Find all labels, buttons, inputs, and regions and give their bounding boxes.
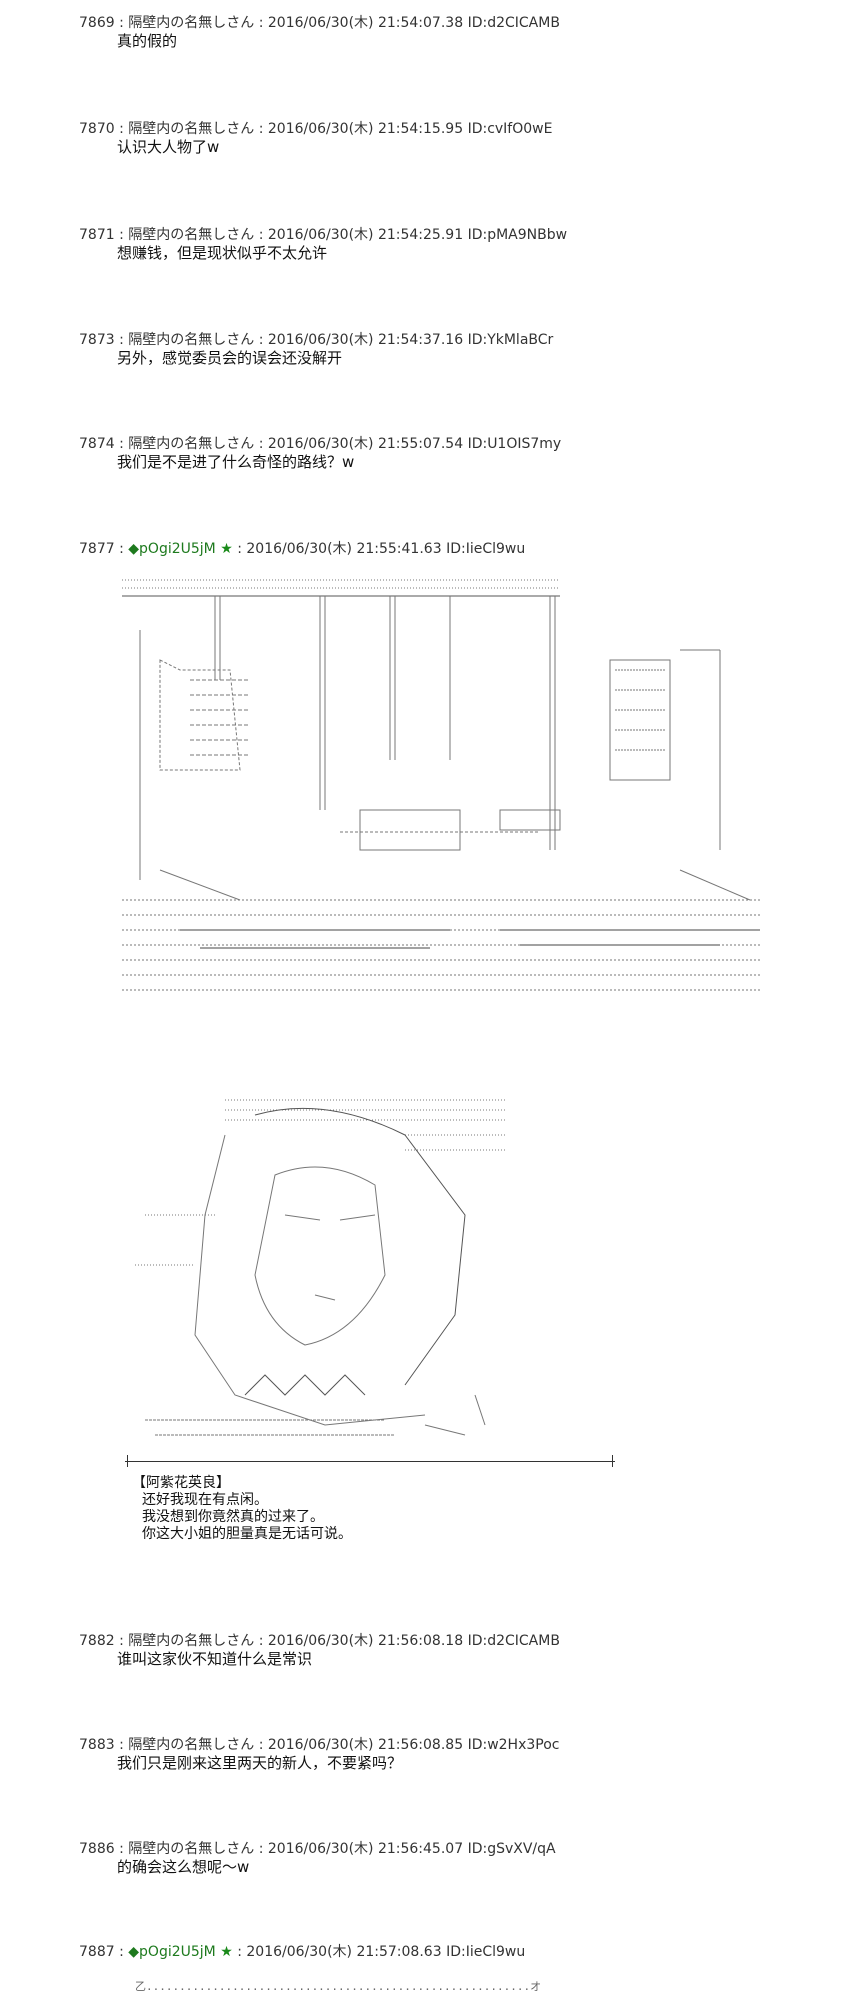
poster-name: 隔壁内の名無しさん: [128, 15, 255, 31]
post-date: 2016/06/30(木) 21:56:45.07: [267, 1841, 464, 1857]
post-date: 2016/06/30(木) 21:54:07.38: [267, 15, 464, 31]
post-id: ID:d2CICAMB: [467, 15, 560, 31]
post-date: 2016/06/30(木) 21:54:37.16: [267, 332, 464, 348]
post-7887: 7887 : ◆pOgi2U5jM ★ : 2016/06/30(木) 21:5…: [79, 1944, 526, 1960]
post-id: ID:cvIfO0wE: [467, 121, 553, 137]
post-7883: 7883 : 隔壁内の名無しさん : 2016/06/30(木) 21:56:0…: [79, 1736, 839, 1773]
poster-name: 隔壁内の名無しさん: [128, 436, 255, 452]
post-number: 7882: [79, 1633, 115, 1649]
post-id: ID:IieCl9wu: [446, 541, 526, 557]
post-body: 认识大人物了w: [117, 138, 220, 156]
post-date: 2016/06/30(木) 21:54:15.95: [267, 121, 464, 137]
post-body: 我们是不是进了什么奇怪的路线？w: [117, 453, 355, 471]
post-number: 7886: [79, 1841, 115, 1857]
trip-name: ◆pOgi2U5jM: [128, 541, 216, 557]
poster-name: 隔壁内の名無しさん: [128, 227, 255, 243]
post-body: 另外，感觉委员会的误会还没解开: [117, 349, 343, 367]
speech-line: 还好我现在有点闲。: [142, 1492, 268, 1508]
speech-block: 【阿紫花英良】 还好我现在有点闲。 我没想到你竟然真的过来了。 你这大小姐的胆量…: [128, 1475, 352, 1543]
speaker-name: 【阿紫花英良】: [132, 1475, 230, 1491]
ascii-art-fragment: 乙.......................................…: [135, 1980, 542, 1993]
post-7886: 7886 : 隔壁内の名無しさん : 2016/06/30(木) 21:56:4…: [79, 1840, 839, 1877]
post-id: ID:pMA9NBbw: [467, 227, 568, 243]
poster-name: 隔壁内の名無しさん: [128, 1841, 255, 1857]
post-7871: 7871 : 隔壁内の名無しさん : 2016/06/30(木) 21:54:2…: [79, 226, 839, 263]
post-date: 2016/06/30(木) 21:57:08.63: [246, 1944, 442, 1960]
post-id: ID:d2CICAMB: [467, 1633, 560, 1649]
post-7882: 7882 : 隔壁内の名無しさん : 2016/06/30(木) 21:56:0…: [79, 1632, 839, 1669]
post-7874: 7874 : 隔壁内の名無しさん : 2016/06/30(木) 21:55:0…: [79, 435, 839, 472]
post-date: 2016/06/30(木) 21:56:08.85: [267, 1737, 464, 1753]
post-id: ID:IieCl9wu: [446, 1944, 526, 1960]
post-number: 7871: [79, 227, 115, 243]
post-7869: 7869 : 隔壁内の名無しさん : 2016/06/30(木) 21:54:0…: [79, 14, 839, 51]
post-body: 我们只是刚来这里两天的新人，不要紧吗？: [117, 1754, 403, 1772]
trip-name: ◆pOgi2U5jM: [128, 1944, 216, 1960]
post-number: 7874: [79, 436, 115, 452]
star-icon: ★: [220, 541, 233, 557]
poster-name: 隔壁内の名無しさん: [128, 121, 255, 137]
star-icon: ★: [220, 1944, 233, 1960]
post-number: 7883: [79, 1737, 115, 1753]
post-body: 谁叫这家伙不知道什么是常识: [117, 1650, 313, 1668]
post-id: ID:YkMlaBCr: [467, 332, 554, 348]
post-body: 想赚钱，但是现状似乎不太允许: [117, 244, 328, 262]
post-number: 7870: [79, 121, 115, 137]
post-id: ID:w2Hx3Poc: [467, 1737, 560, 1753]
post-7873: 7873 : 隔壁内の名無しさん : 2016/06/30(木) 21:54:3…: [79, 331, 839, 368]
post-number: 7877: [79, 541, 115, 557]
divider-tick-right: [612, 1455, 613, 1467]
poster-name: 隔壁内の名無しさん: [128, 1737, 255, 1753]
post-7870: 7870 : 隔壁内の名無しさん : 2016/06/30(木) 21:54:1…: [79, 120, 839, 157]
post-date: 2016/06/30(木) 21:54:25.91: [267, 227, 464, 243]
street-scene-ascii-art: [122, 579, 760, 991]
post-body: 的确会这么想呢～w: [117, 1858, 250, 1876]
post-body: 真的假的: [117, 32, 178, 50]
post-date: 2016/06/30(木) 21:56:08.18: [267, 1633, 464, 1649]
divider-tick-left: [127, 1455, 128, 1467]
speech-line: 你这大小姐的胆量真是无话可说。: [142, 1526, 352, 1542]
post-7877: 7877 : ◆pOgi2U5jM ★ : 2016/06/30(木) 21:5…: [79, 541, 526, 557]
post-id: ID:U1OIS7my: [467, 436, 562, 452]
divider-line: [125, 1461, 615, 1462]
character-ascii-art: [135, 1099, 505, 1436]
poster-name: 隔壁内の名無しさん: [128, 332, 255, 348]
post-number: 7873: [79, 332, 115, 348]
post-number: 7887: [79, 1944, 115, 1960]
post-date: 2016/06/30(木) 21:55:41.63: [246, 541, 442, 557]
speech-line: 我没想到你竟然真的过来了。: [142, 1509, 324, 1525]
poster-name: 隔壁内の名無しさん: [128, 1633, 255, 1649]
post-number: 7869: [79, 15, 115, 31]
post-date: 2016/06/30(木) 21:55:07.54: [267, 436, 464, 452]
post-id: ID:gSvXV/qA: [467, 1841, 556, 1857]
